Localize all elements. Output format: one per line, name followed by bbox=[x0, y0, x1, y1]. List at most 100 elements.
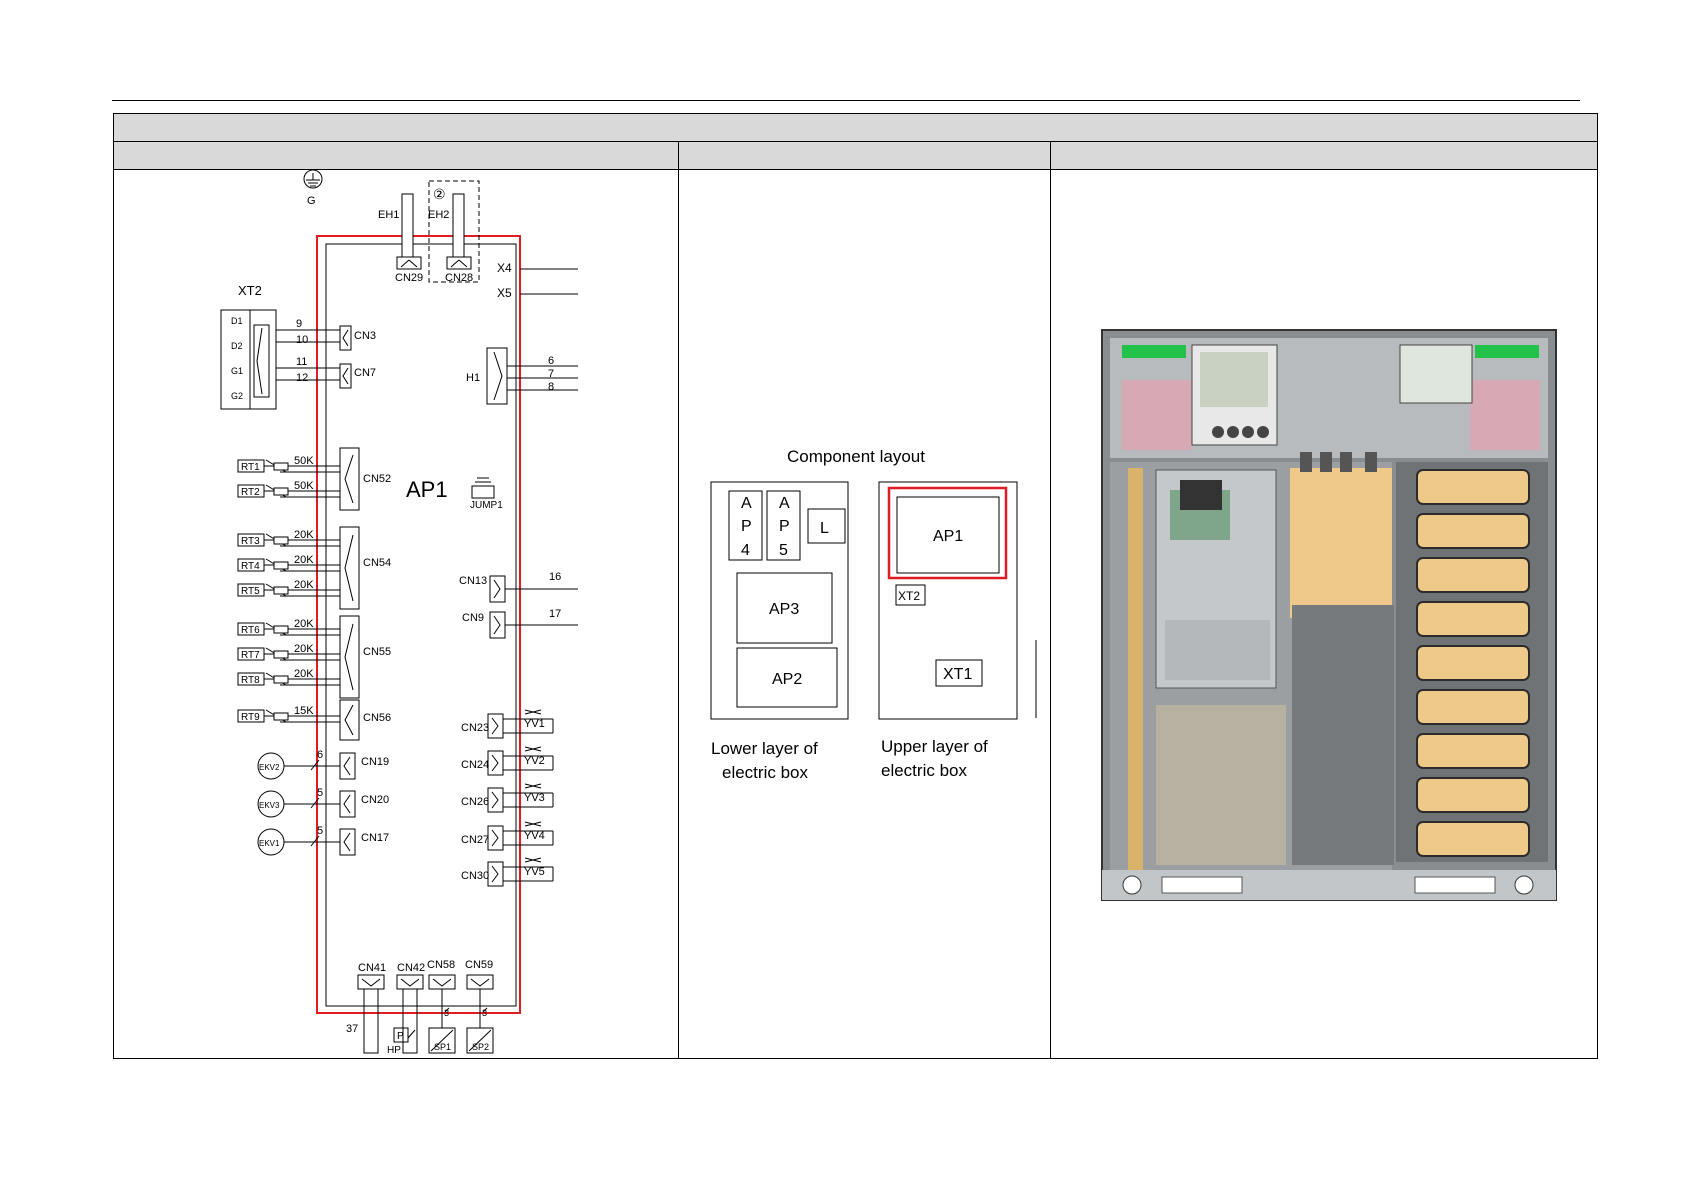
h1-label: H1 bbox=[466, 372, 480, 384]
cn23-connector bbox=[487, 713, 504, 739]
sensor-value: 20K bbox=[294, 554, 314, 566]
column-header-band bbox=[114, 142, 1597, 170]
ap1-highlight-box bbox=[887, 486, 1008, 580]
xt2-term-g1: G1 bbox=[231, 366, 243, 376]
cn41-label: CN41 bbox=[358, 962, 386, 974]
valve-connector-label: CN23 bbox=[461, 722, 489, 734]
sensor-name: RT5 bbox=[241, 586, 260, 597]
xt2-label-layout: XT2 bbox=[898, 589, 920, 603]
xt2-term-d1: D1 bbox=[231, 316, 243, 326]
valve-connector-label: CN27 bbox=[461, 834, 489, 846]
lower-caption-1: Lower layer of bbox=[711, 739, 818, 758]
ekv2-label: EKV2 bbox=[259, 763, 280, 772]
cn42-label: CN42 bbox=[397, 962, 425, 974]
xt1-block bbox=[935, 659, 983, 687]
xt2-term-g2: G2 bbox=[231, 391, 243, 401]
cn54-label: CN54 bbox=[363, 557, 391, 569]
valve-connector-label: CN24 bbox=[461, 759, 489, 771]
cn52-connector bbox=[339, 447, 360, 511]
hp-symbol: P bbox=[397, 1031, 404, 1042]
ap5-letter-a: A bbox=[779, 495, 790, 512]
xt1-label: XT1 bbox=[943, 666, 972, 683]
table-title-band bbox=[114, 114, 1597, 142]
sp2-wire: 3 bbox=[482, 1008, 487, 1018]
cn7-label: CN7 bbox=[354, 367, 376, 379]
valve-label: YV1 bbox=[524, 718, 545, 730]
ap5-letter-p: P bbox=[779, 518, 790, 535]
jumper-icon bbox=[471, 485, 495, 499]
cn9-wire: 17 bbox=[549, 608, 561, 620]
diagram-table bbox=[113, 113, 1598, 1059]
cn52-label: CN52 bbox=[363, 473, 391, 485]
eh1-label: EH1 bbox=[378, 209, 399, 221]
column-divider-1 bbox=[678, 142, 679, 1058]
ap4-letter-a: A bbox=[741, 495, 752, 512]
ekv1-wire: 5 bbox=[317, 825, 323, 837]
cn28-label: CN28 bbox=[445, 272, 473, 284]
valve-label: YV3 bbox=[524, 792, 545, 804]
ap2-block bbox=[736, 647, 838, 708]
sensor-value: 20K bbox=[294, 529, 314, 541]
xt2-wire-11: 11 bbox=[296, 356, 307, 368]
eh2-label: EH2 bbox=[428, 209, 449, 221]
sp1-sensor bbox=[428, 1027, 456, 1054]
ground-label: G bbox=[307, 195, 316, 207]
sensor-value: 50K bbox=[294, 455, 314, 467]
hp-switch bbox=[393, 1027, 409, 1043]
sensor-name: RT2 bbox=[241, 487, 260, 498]
xt2-wire-12: 12 bbox=[296, 372, 308, 384]
ap4-letter-p: P bbox=[741, 518, 752, 535]
upper-caption-2: electric box bbox=[881, 761, 967, 780]
xt2-label: XT2 bbox=[238, 283, 262, 298]
ground-icon bbox=[303, 169, 323, 189]
ekv2-wire: 6 bbox=[317, 749, 323, 761]
cn3-label: CN3 bbox=[354, 330, 376, 342]
hp-label: HP bbox=[387, 1045, 401, 1056]
xt2-block-layout bbox=[895, 584, 926, 606]
option-mark: ② bbox=[433, 186, 446, 202]
sensor-name: RT6 bbox=[241, 625, 260, 636]
sp1-wire: 3 bbox=[444, 1008, 449, 1018]
xt2-wire-10: 10 bbox=[296, 334, 308, 346]
ap3-label: AP3 bbox=[769, 601, 799, 618]
xt2-term-d2: D2 bbox=[231, 341, 243, 351]
cn56-connector bbox=[339, 699, 360, 741]
sensor-value: 20K bbox=[294, 668, 314, 680]
sp1-label: SP1 bbox=[434, 1042, 451, 1052]
sensor-name: RT3 bbox=[241, 536, 260, 547]
sensor-name: RT9 bbox=[241, 712, 260, 723]
xt2-wire-9: 9 bbox=[296, 318, 302, 330]
valve-connector-label: CN26 bbox=[461, 796, 489, 808]
ekv3-wire: 5 bbox=[317, 787, 323, 799]
cn30-connector bbox=[487, 861, 504, 887]
valve-label: YV4 bbox=[524, 830, 545, 842]
sp2-label: SP2 bbox=[472, 1042, 489, 1052]
cn59-label: CN59 bbox=[465, 959, 493, 971]
ap2-label: AP2 bbox=[772, 671, 802, 688]
ekv1-label: EKV1 bbox=[259, 839, 280, 848]
valve-label: YV5 bbox=[524, 866, 545, 878]
sensor-value: 20K bbox=[294, 643, 314, 655]
cn13-label: CN13 bbox=[459, 575, 487, 587]
sensor-name: RT1 bbox=[241, 462, 260, 473]
ap1-block bbox=[896, 496, 1000, 574]
h1-connector bbox=[486, 347, 508, 405]
column-divider-2 bbox=[1050, 142, 1051, 1058]
ap4-digit: 4 bbox=[741, 542, 750, 559]
cn58-label: CN58 bbox=[427, 959, 455, 971]
h1-wire-8: 8 bbox=[548, 381, 554, 393]
sensor-name: RT7 bbox=[241, 650, 260, 661]
sensor-value: 15K bbox=[294, 705, 314, 717]
upper-layer-box bbox=[878, 481, 1018, 720]
cn20-label: CN20 bbox=[361, 794, 389, 806]
sensor-value: 20K bbox=[294, 618, 314, 630]
cn17-label: CN17 bbox=[361, 832, 389, 844]
lower-layer-box bbox=[710, 481, 849, 720]
h1-wire-7: 7 bbox=[548, 368, 554, 380]
cn19-label: CN19 bbox=[361, 756, 389, 768]
eh2-option-box bbox=[428, 180, 480, 283]
ap1-label: AP1 bbox=[933, 528, 963, 545]
sensor-value: 50K bbox=[294, 480, 314, 492]
